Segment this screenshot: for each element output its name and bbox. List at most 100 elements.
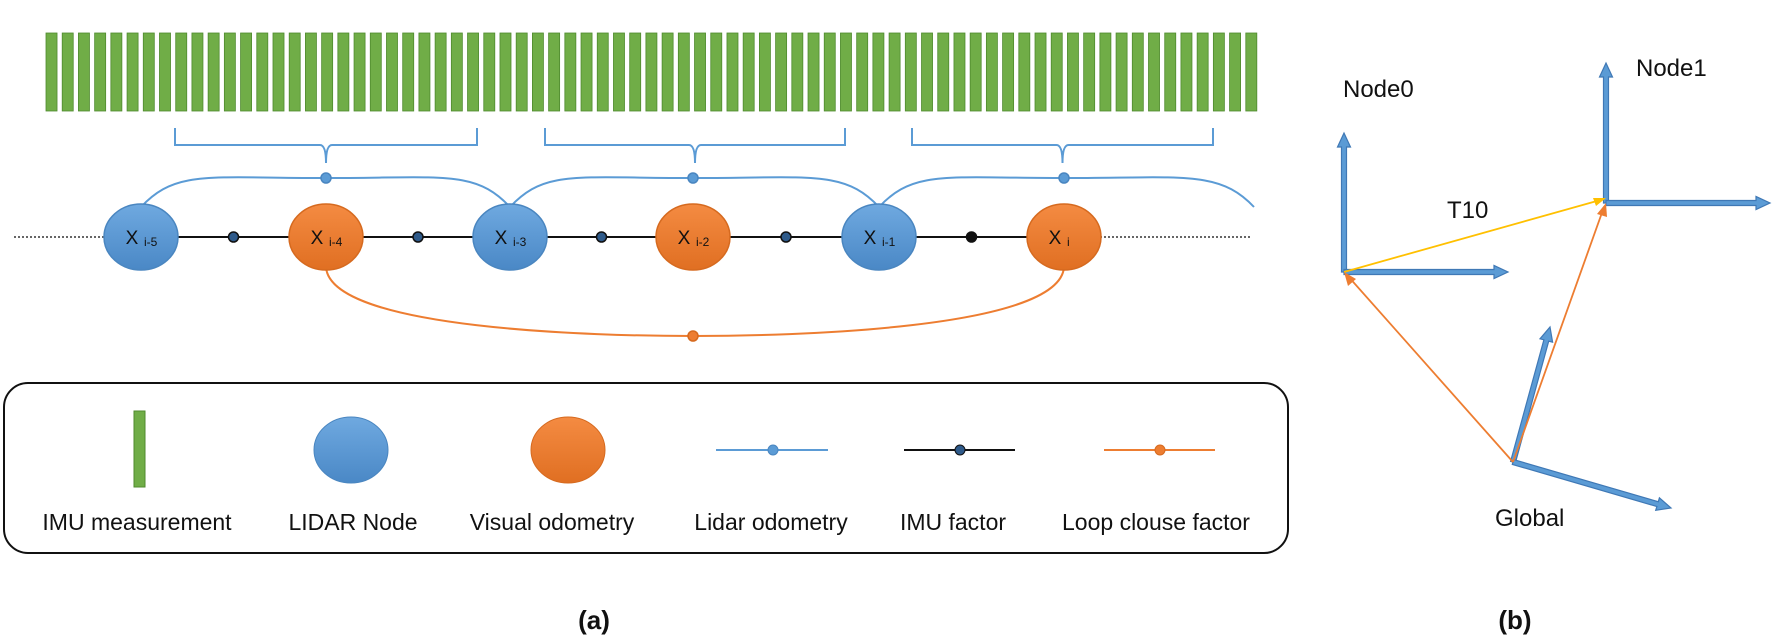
imu-bar	[272, 32, 285, 112]
imu-bar	[434, 32, 447, 112]
imu-bar	[775, 32, 788, 112]
imu-bar	[1212, 32, 1225, 112]
lidar-odometry-factor-dot	[1058, 172, 1070, 184]
imu-bar	[1050, 32, 1063, 112]
imu-bar	[969, 32, 982, 112]
caption-a: (a)	[578, 605, 610, 635]
imu-bar	[613, 32, 625, 112]
imu-bar	[337, 32, 350, 112]
imu-bar	[840, 32, 852, 112]
node-label: X	[864, 228, 877, 249]
node1-x-axis	[1605, 195, 1772, 211]
legend-label-imu-factor: IMU factor	[900, 509, 1006, 535]
lidar-odometry-braces	[174, 128, 1214, 164]
imu-bar	[223, 32, 236, 112]
imu-bar	[159, 32, 171, 112]
node-label: X	[1049, 228, 1062, 249]
node-shape	[1026, 203, 1102, 271]
imu-bar	[953, 32, 966, 112]
lidar-odometry-factor-dot	[687, 172, 699, 184]
imu-bar	[856, 32, 869, 112]
imu-bar	[1148, 32, 1160, 112]
node-label: X	[311, 228, 324, 249]
imu-bar	[142, 32, 155, 112]
imu-bar	[321, 32, 334, 112]
imu-bar	[175, 32, 188, 112]
node-subscript: i-4	[329, 235, 343, 249]
imu-bar	[629, 32, 642, 112]
imu-bar	[369, 32, 382, 112]
imu-bar	[1245, 32, 1258, 112]
imu-bar	[94, 32, 107, 112]
legend-lidar-node-swatch	[313, 416, 389, 484]
legend: IMU measurement LIDAR Node Visual odomet…	[3, 382, 1289, 554]
imu-bar	[694, 32, 706, 112]
imu-bar	[823, 32, 836, 112]
imu-factor-dot	[780, 231, 792, 243]
imu-bar	[888, 32, 901, 112]
imu-bar	[742, 32, 755, 112]
node-label: X	[495, 228, 508, 249]
imu-bar	[1131, 32, 1144, 112]
imu-bar	[1018, 32, 1031, 112]
brace	[544, 128, 846, 164]
legend-lidar-odometry-swatch	[716, 444, 828, 456]
node-label: X	[678, 228, 691, 249]
node0-y-axis	[1336, 131, 1352, 273]
imu-bar	[467, 32, 479, 112]
imu-bar	[1196, 32, 1209, 112]
caption-b: (b)	[1498, 605, 1531, 635]
global-to-node0-arrowhead	[1344, 272, 1356, 286]
imu-bar	[985, 32, 998, 112]
node-subscript: i-5	[144, 235, 158, 249]
node-subscript: i-3	[513, 235, 527, 249]
node-shape	[472, 203, 548, 271]
imu-bar	[1229, 32, 1241, 112]
frame-label-transform: T10	[1447, 197, 1488, 224]
imu-bar	[921, 32, 933, 112]
node-shape	[841, 203, 917, 271]
imu-bar	[78, 32, 90, 112]
node-subscript: i-2	[696, 235, 710, 249]
imu-bar	[207, 32, 220, 112]
node-shape	[655, 203, 731, 271]
imu-bar	[386, 32, 398, 112]
imu-bar	[564, 32, 577, 112]
imu-factor-dot	[595, 231, 608, 243]
imu-bar	[191, 32, 204, 112]
imu-bar	[499, 32, 512, 112]
imu-bar	[580, 32, 593, 112]
imu-bar	[483, 32, 496, 112]
legend-label-loop-closure-factor: Loop clouse factor	[1062, 509, 1250, 535]
imu-bar	[548, 32, 561, 112]
brace	[911, 128, 1214, 164]
loop-closure-edge	[325, 266, 1065, 342]
node-shape	[288, 203, 364, 271]
node-subscript: i	[1067, 235, 1070, 249]
legend-box	[3, 382, 1289, 554]
imu-factor-dot	[412, 231, 424, 243]
imu-bar	[288, 32, 301, 112]
frame-label-global: Global	[1495, 505, 1564, 532]
legend-label-imu-measurement: IMU measurement	[42, 509, 232, 535]
imu-bar	[305, 32, 317, 112]
imu-bar	[791, 32, 804, 112]
frame-label-node0: Node0	[1343, 76, 1414, 103]
imu-bar	[872, 32, 885, 112]
global-to-node0-line	[1346, 274, 1514, 463]
imu-bar	[61, 32, 74, 112]
imu-bar	[937, 32, 950, 112]
loop-closure-arc	[325, 266, 1065, 338]
imu-bar	[677, 32, 690, 112]
frame-label-node1: Node1	[1636, 55, 1707, 82]
imu-bar	[45, 32, 58, 112]
global-y-axis	[1509, 325, 1554, 464]
global-to-node1-line	[1512, 206, 1605, 463]
imu-bar	[1067, 32, 1079, 112]
imu-bar	[710, 32, 723, 112]
